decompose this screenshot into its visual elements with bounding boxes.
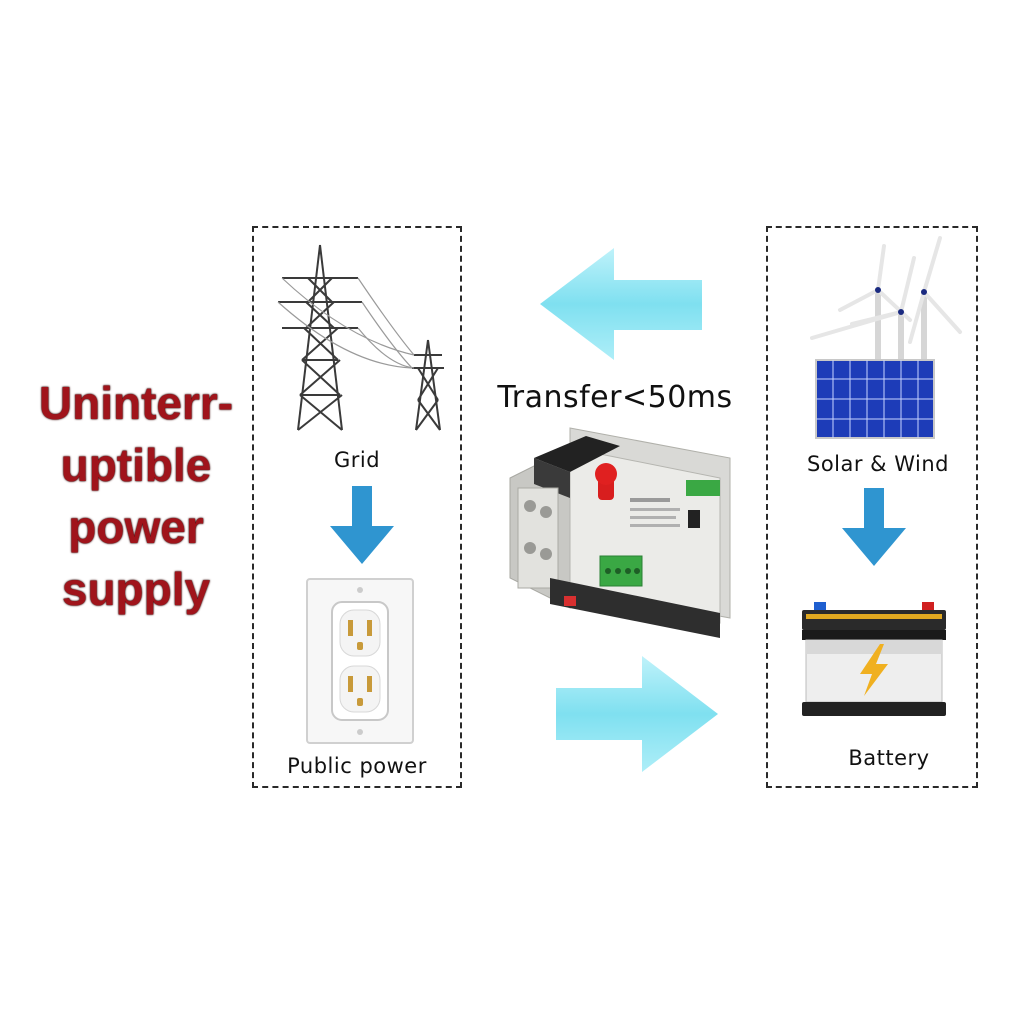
arrow-left-icon: [540, 248, 702, 360]
transfer-switch-device: [509, 427, 731, 638]
headline: Uninterr- uptible power supply: [20, 372, 252, 620]
solar-wind-label: Solar & Wind: [806, 452, 950, 476]
headline-line-2: uptible: [60, 439, 212, 491]
battery-icon: [802, 602, 946, 716]
headline-line-3: power: [68, 501, 204, 553]
transfer-time-label: Transfer<50ms: [497, 380, 733, 415]
headline-line-1: Uninterr-: [38, 377, 234, 429]
arrow-right-icon: [556, 656, 718, 772]
grid-label: Grid: [333, 448, 381, 472]
solar-wind-icon: [810, 236, 962, 439]
public-power-label: Public power: [287, 754, 427, 778]
down-arrow-right: [842, 488, 906, 566]
renewable-panel: [766, 226, 978, 788]
down-arrow-left: [330, 486, 394, 564]
power-tower-icon: [277, 244, 444, 431]
headline-line-4: supply: [61, 563, 211, 615]
grid-panel: [252, 226, 462, 788]
battery-label: Battery: [848, 746, 930, 770]
wall-outlet-icon: [306, 578, 414, 744]
